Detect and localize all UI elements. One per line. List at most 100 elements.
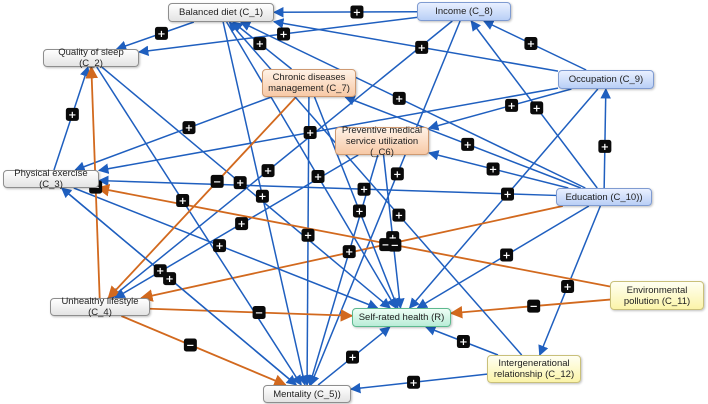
badge-sign: + xyxy=(304,231,312,242)
badge-box xyxy=(388,238,402,252)
badge-box xyxy=(154,26,168,40)
edge-c8-to-c5 xyxy=(309,20,461,386)
badge-sign: − xyxy=(213,177,221,188)
badge-box xyxy=(415,40,429,54)
node-environmental-pollution[interactable]: Environmental pollution (C_11) xyxy=(610,281,704,310)
badge-sign: − xyxy=(186,340,194,351)
badge-sign: + xyxy=(237,219,245,230)
badge-box xyxy=(233,176,247,190)
node-income[interactable]: Income (C_8) xyxy=(417,2,511,21)
edge-sign-badge: + xyxy=(524,37,538,51)
node-education[interactable]: Education (C_10)) xyxy=(556,188,652,206)
badge-box xyxy=(252,306,266,320)
edge-c10-to-c9 xyxy=(600,87,611,189)
badge-sign: + xyxy=(264,166,272,177)
node-intergenerational-relationship[interactable]: Intergenerational relationship (C_12) xyxy=(487,355,581,383)
node-balanced-diet[interactable]: Balanced diet (C_1) xyxy=(168,3,274,22)
badge-sign: + xyxy=(68,110,76,121)
edge-c9-to-c3 xyxy=(97,87,559,174)
node-label: Physical exercise (C_3) xyxy=(14,168,88,190)
badge-box xyxy=(255,189,269,203)
node-preventive-medical-service[interactable]: Preventive medical service utilization (… xyxy=(335,125,429,158)
badge-box xyxy=(182,121,196,135)
node-label: Chronic diseases management (C_7) xyxy=(268,72,350,94)
badge-sign: + xyxy=(256,39,264,50)
node-occupation[interactable]: Occupation (C_9) xyxy=(558,70,654,89)
edge-c7-to-c4 xyxy=(107,96,297,299)
badge-sign: − xyxy=(391,241,399,252)
badge-sign: − xyxy=(382,240,390,251)
edge-c10-to-c3 xyxy=(97,175,557,197)
node-chronic-diseases-management[interactable]: Chronic diseases management (C_7) xyxy=(262,69,356,97)
badge-sign: + xyxy=(395,94,403,105)
edge-c8-to-c1 xyxy=(272,6,418,18)
edge-sign-badge: + xyxy=(163,272,177,286)
edge-sign-badge: + xyxy=(346,350,360,364)
badge-box xyxy=(392,208,406,222)
edge-c5-to-c3 xyxy=(60,187,297,386)
node-label: Mentality (C_5)) xyxy=(273,388,341,400)
node-label: Education (C_10)) xyxy=(565,191,643,203)
badge-box xyxy=(303,126,317,140)
badge-box xyxy=(253,37,267,51)
edge-sign-badge: + xyxy=(261,164,275,178)
node-label: Unhealthy lifestyle (C_4) xyxy=(61,296,139,318)
edge-sign-badge: + xyxy=(461,137,475,151)
edge-layer xyxy=(53,6,611,394)
badge-sign: + xyxy=(533,103,541,114)
edge-sign-badge: + xyxy=(505,98,519,112)
badge-sign: + xyxy=(306,128,314,139)
badge-box xyxy=(176,194,190,208)
edge-sign-badge: − xyxy=(183,338,197,352)
badge-sign: + xyxy=(185,123,193,134)
badge-sign: + xyxy=(157,29,165,40)
edge-sign-badge: + xyxy=(342,245,356,259)
badge-box xyxy=(524,37,538,51)
badge-box xyxy=(163,272,177,286)
badge-box xyxy=(505,98,519,112)
badge-sign: + xyxy=(353,7,361,18)
edge-c7-to-c3 xyxy=(74,96,272,172)
badge-sign: + xyxy=(502,250,510,261)
edge-c4-to-r xyxy=(149,307,354,322)
edge-sign-badge: + xyxy=(235,217,249,231)
badge-sign: + xyxy=(459,337,467,348)
node-self-rated-health[interactable]: Self-rated health (R) xyxy=(352,308,451,327)
edge-sign-badge: + xyxy=(182,121,196,135)
badge-sign: + xyxy=(395,211,403,222)
edge-sign-badge: + xyxy=(255,189,269,203)
badge-box xyxy=(311,169,325,183)
edge-sign-badge: + xyxy=(415,40,429,54)
badge-sign: + xyxy=(601,142,609,153)
badge-sign: − xyxy=(529,302,537,313)
node-physical-exercise[interactable]: Physical exercise (C_3) xyxy=(3,168,99,190)
edge-sign-badge: + xyxy=(352,204,366,218)
edge-sign-badge: + xyxy=(501,187,515,201)
badge-sign: + xyxy=(409,378,417,389)
badge-box xyxy=(357,182,371,196)
badge-sign: + xyxy=(527,39,535,50)
node-label: Environmental pollution (C_11) xyxy=(623,284,691,307)
edge-sign-badge: + xyxy=(154,26,168,40)
edge-c2-to-c5 xyxy=(96,66,302,386)
node-quality-of-sleep[interactable]: Quality of sleep (C_2) xyxy=(43,47,139,69)
edge-sign-badge: − xyxy=(388,238,402,252)
node-unhealthy-lifestyle[interactable]: Unhealthy lifestyle (C_4) xyxy=(50,296,150,318)
badge-sign: + xyxy=(463,140,471,151)
edge-sign-badge: − xyxy=(252,306,266,320)
edge-sign-badge: + xyxy=(598,139,612,153)
badge-box xyxy=(598,139,612,153)
edge-c1-to-r xyxy=(225,21,397,309)
node-mentality[interactable]: Mentality (C_5)) xyxy=(263,385,351,403)
edge-c7-to-r xyxy=(313,96,400,309)
node-label: Self-rated health (R) xyxy=(358,312,445,323)
badge-sign: + xyxy=(279,29,287,40)
badge-box xyxy=(277,27,291,41)
node-label: Quality of sleep (C_2) xyxy=(58,47,124,69)
edge-c11-to-c3 xyxy=(96,183,611,288)
node-label: Occupation (C_9) xyxy=(568,74,644,85)
badge-sign: + xyxy=(165,274,173,285)
edge-sign-badge: + xyxy=(311,169,325,183)
badge-sign: + xyxy=(345,247,353,258)
